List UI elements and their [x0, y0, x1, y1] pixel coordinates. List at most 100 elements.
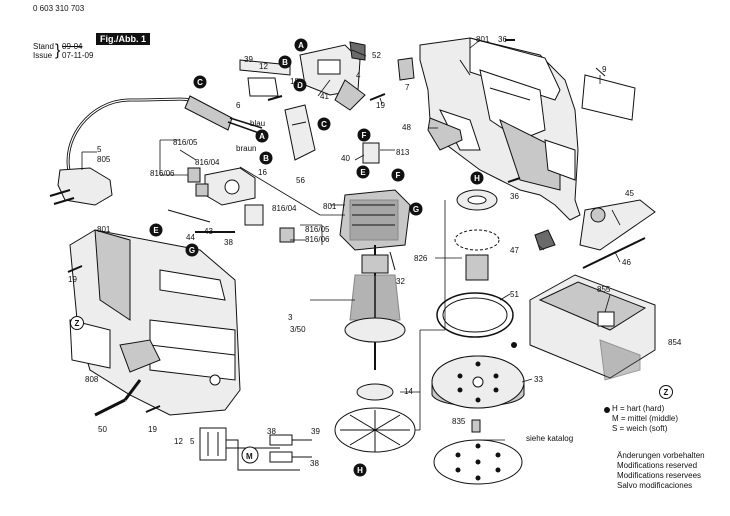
callout-letters: A B C A B C D E F F G E G H H Z Z [75, 41, 669, 475]
armature [344, 245, 406, 370]
part-label: 835 [452, 417, 466, 426]
power-cord [49, 95, 263, 206]
callout-h: H [474, 174, 480, 183]
stator [339, 189, 411, 251]
sheet-catalog-note: siehe katalog [526, 434, 573, 443]
callout-g: G [189, 246, 195, 255]
callout-badges [70, 38, 673, 477]
issue-value: 07-11-09 [62, 51, 94, 60]
callout-f: F [396, 171, 401, 180]
brace-icon: } [55, 42, 61, 59]
wiring-diagram [199, 427, 312, 471]
motor-symbol: M [246, 452, 253, 461]
part-label: 19 [68, 275, 77, 284]
part-label: 16 [258, 168, 267, 177]
issue-label: Issue [33, 51, 53, 60]
part-label: 51 [510, 290, 519, 299]
figure-label: Fig./Abb. 1 [96, 33, 150, 45]
legend-middle: M = mittel (middle) [612, 414, 679, 423]
part-label: 4 [356, 71, 361, 80]
part-label: 47 [510, 246, 519, 255]
part-label: 808 [85, 375, 99, 384]
filter [69, 319, 111, 369]
part-label: 40 [341, 154, 350, 163]
part-label: 801 [476, 35, 490, 44]
note-line: Salvo modificaciones [617, 481, 693, 490]
part-label: 816/06 [150, 169, 175, 178]
part-label: 45 [625, 189, 634, 198]
wire-label-brown: braun [236, 144, 256, 153]
part-label: 38 [310, 459, 319, 468]
part-label: 816/05 [173, 138, 198, 147]
part-label: 39 [311, 427, 320, 436]
sanding-pad [431, 355, 525, 409]
part-label: 801 [97, 225, 111, 234]
legend-hard: H = hart (hard) [612, 404, 665, 413]
callout-c: C [321, 120, 327, 129]
stand-label: Stand [33, 42, 54, 51]
part-label: 6 [236, 101, 241, 110]
housing-lower [69, 229, 241, 417]
callout-d: D [297, 81, 303, 90]
part-label: 7 [405, 83, 410, 92]
legend-soft: S = weich (soft) [612, 424, 668, 433]
part-label: 816/06 [305, 235, 330, 244]
callout-c: C [197, 78, 203, 87]
part-label: 32 [396, 277, 405, 286]
brush-holder-assembly [167, 167, 295, 243]
dust-adapter [534, 199, 656, 269]
part-label: 50 [98, 425, 107, 434]
callout-g: G [413, 205, 419, 214]
part-number: 0 603 310 703 [33, 4, 85, 13]
part-label: 805 [97, 155, 111, 164]
callout-b: B [282, 58, 288, 67]
sanding-sheet [433, 439, 523, 485]
leader-lines [81, 39, 621, 441]
seal-ring [436, 292, 514, 338]
note-line: Modifications reserved [617, 461, 698, 470]
part-label: 801 [323, 202, 337, 211]
retaining-ring [454, 229, 500, 251]
switch-assembly [239, 41, 366, 111]
callout-a: A [259, 132, 265, 141]
label-plate [581, 74, 636, 121]
hardness-legend: H = hart (hard) M = mittel (middle) S = … [600, 404, 678, 434]
part-label: 5 [190, 437, 195, 446]
part-label: 854 [668, 338, 682, 347]
part-label: 43 [204, 227, 213, 236]
screws [67, 39, 521, 413]
part-label: 816/05 [305, 225, 330, 234]
modification-notes: Änderungen vorbehalten Modifications res… [617, 451, 705, 491]
callout-e: E [360, 168, 366, 177]
part-label: 41 [320, 92, 329, 101]
part-label: 19 [148, 425, 157, 434]
callout-z: Z [75, 319, 80, 328]
part-label: 36 [510, 192, 519, 201]
dust-box [529, 274, 656, 381]
part-label: 5 [97, 145, 102, 154]
part-label: 14 [404, 387, 413, 396]
note-line: Modifications reservees [617, 471, 702, 480]
callout-z: Z [664, 388, 669, 397]
callout-h: H [357, 466, 363, 475]
callout-a: A [298, 41, 304, 50]
callout-e: E [153, 226, 159, 235]
part-label: 39 [244, 55, 253, 64]
part-label: 33 [534, 375, 543, 384]
callout-f: F [362, 131, 367, 140]
part-label: 816/04 [195, 158, 220, 167]
part-label: 19 [376, 101, 385, 110]
part-label: 12 [174, 437, 183, 446]
part-label: 9 [602, 65, 607, 74]
part-label: 816/04 [272, 204, 297, 213]
part-label: 18 [290, 77, 299, 86]
fan [334, 383, 416, 453]
part-label: 3 [288, 313, 293, 322]
housing-upper [419, 37, 581, 221]
part-label: 48 [402, 123, 411, 132]
part-label: 855 [597, 285, 611, 294]
part-label: 38 [267, 427, 276, 436]
part-label: 44 [186, 233, 195, 242]
part-label: 813 [396, 148, 410, 157]
